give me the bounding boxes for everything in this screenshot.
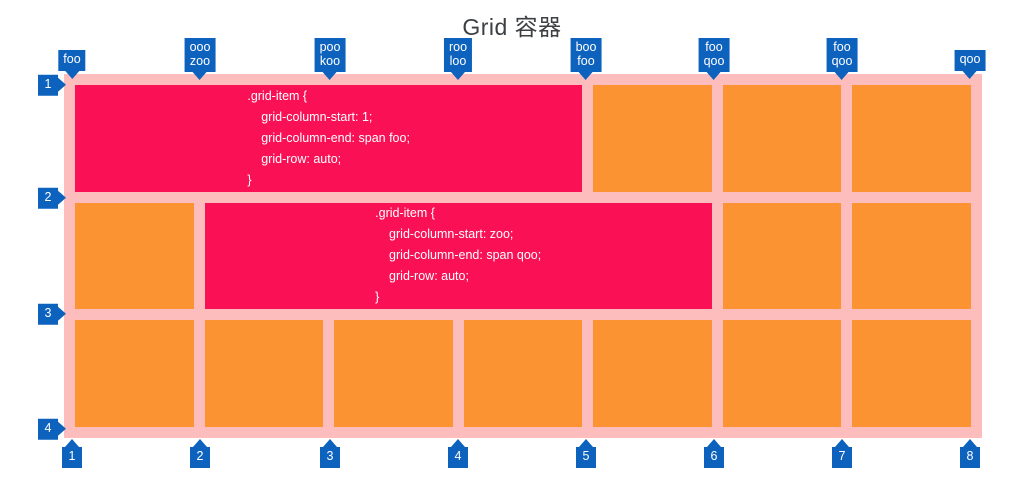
marker-label: ooo zoo	[189, 40, 211, 68]
marker-label: 2	[196, 449, 204, 463]
marker-pointer-icon	[58, 191, 66, 205]
column-line-marker-5: 5	[576, 439, 596, 468]
marker-pointer-icon	[834, 72, 849, 80]
marker-pointer-icon	[451, 439, 465, 447]
marker-label: 8	[966, 449, 974, 463]
marker-label: 3	[44, 305, 52, 320]
grid-cell	[722, 85, 842, 192]
grid-cell	[852, 202, 971, 310]
column-name-marker-4: roo loo	[443, 38, 473, 80]
row-line-marker-4: 4	[38, 418, 66, 440]
marker-pointer-icon	[963, 439, 977, 447]
grid-cell	[593, 85, 712, 192]
column-line-marker-7: 7	[832, 439, 852, 468]
grid-span-item: .grid-item { grid-column-start: 1; grid-…	[75, 85, 583, 192]
marker-label: 1	[44, 76, 52, 91]
grid-cell	[463, 320, 583, 427]
marker-label: 6	[710, 449, 718, 463]
marker-pointer-icon	[64, 70, 79, 79]
marker-pointer-icon	[322, 72, 337, 80]
marker-pointer-icon	[58, 307, 66, 321]
marker-pointer-icon	[58, 422, 66, 436]
grid-cell	[75, 320, 194, 427]
column-name-marker-1: foo	[58, 50, 86, 79]
marker-label: foo	[63, 52, 81, 66]
marker-pointer-icon	[193, 439, 207, 447]
marker-label: foo qoo	[831, 40, 853, 68]
marker-label: foo qoo	[703, 40, 725, 68]
marker-pointer-icon	[706, 72, 721, 80]
marker-pointer-icon	[450, 72, 465, 80]
grid-cell	[852, 320, 971, 427]
column-name-marker-2: ooo zoo	[184, 38, 216, 80]
column-name-marker-8: qoo	[954, 50, 986, 79]
column-line-marker-8: 8	[960, 439, 980, 468]
marker-label: 7	[838, 449, 846, 463]
marker-pointer-icon	[579, 439, 593, 447]
column-line-marker-3: 3	[320, 439, 340, 468]
grid-cell	[852, 85, 971, 192]
grid-container: .grid-item { grid-column-start: 1; grid-…	[64, 74, 982, 438]
marker-label: 2	[44, 189, 52, 204]
column-name-marker-3: poo koo	[314, 38, 346, 80]
grid-span-item: .grid-item { grid-column-start: zoo; gri…	[204, 202, 712, 310]
grid-cell	[722, 320, 842, 427]
marker-pointer-icon	[962, 70, 977, 79]
marker-label: 4	[44, 420, 52, 435]
row-line-marker-3: 3	[38, 303, 66, 325]
grid-item-code: .grid-item { grid-column-start: zoo; gri…	[375, 206, 542, 305]
column-name-marker-6: foo qoo	[698, 38, 730, 80]
grid-cell	[204, 320, 324, 427]
marker-pointer-icon	[192, 72, 207, 80]
marker-label: 4	[454, 449, 462, 463]
row-line-marker-1: 1	[38, 74, 66, 96]
marker-label: boo foo	[575, 40, 597, 68]
column-name-marker-7: foo qoo	[826, 38, 858, 80]
row-line-marker-2: 2	[38, 187, 66, 209]
marker-label: qoo	[959, 52, 981, 66]
marker-label: roo loo	[448, 40, 468, 68]
column-line-marker-4: 4	[448, 439, 468, 468]
column-name-marker-5: boo foo	[570, 38, 602, 80]
grid-cell	[75, 202, 194, 310]
grid-cell	[334, 320, 453, 427]
marker-pointer-icon	[58, 78, 66, 92]
marker-pointer-icon	[707, 439, 721, 447]
grid-cell	[593, 320, 712, 427]
marker-pointer-icon	[65, 439, 79, 447]
marker-label: 1	[68, 449, 76, 463]
column-line-marker-6: 6	[704, 439, 724, 468]
marker-pointer-icon	[578, 72, 593, 80]
column-line-marker-1: 1	[62, 439, 82, 468]
marker-label: 3	[326, 449, 334, 463]
marker-pointer-icon	[323, 439, 337, 447]
marker-label: 5	[582, 449, 590, 463]
page-title: Grid 容器	[462, 14, 562, 40]
grid-item-code: .grid-item { grid-column-start: 1; grid-…	[247, 88, 410, 187]
marker-label: poo koo	[319, 40, 341, 68]
column-line-marker-2: 2	[190, 439, 210, 468]
grid-cell	[722, 202, 842, 310]
marker-pointer-icon	[835, 439, 849, 447]
